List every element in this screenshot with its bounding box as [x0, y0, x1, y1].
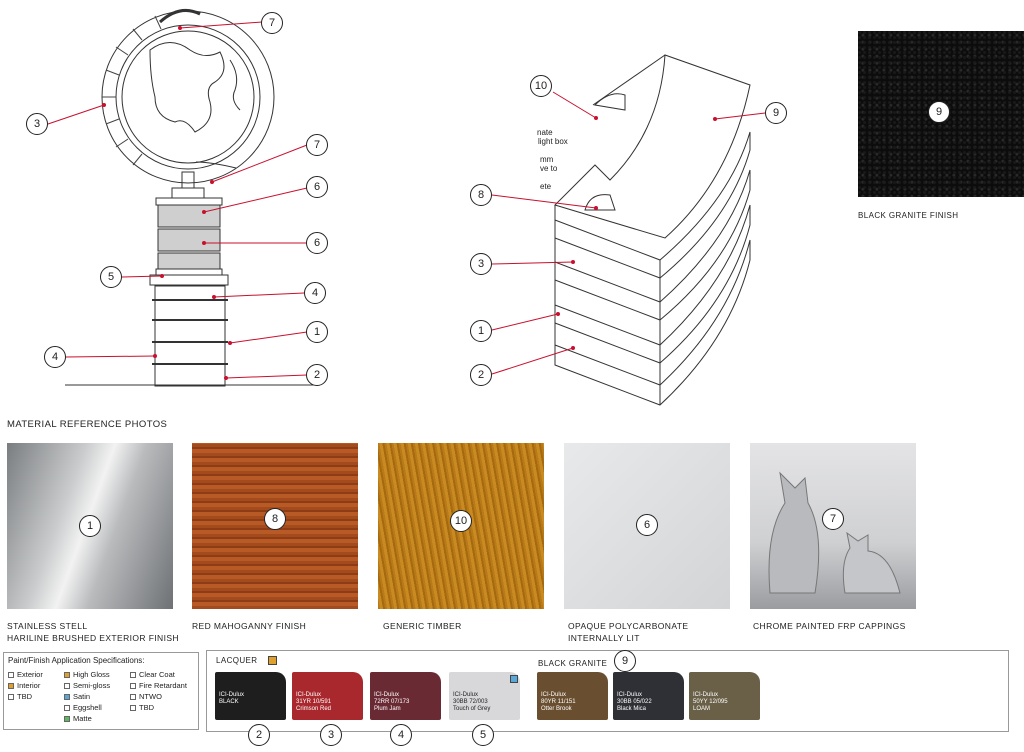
granite-caption: BLACK GRANITE FINISH: [858, 211, 959, 220]
chrome-cats-graphic: [768, 471, 901, 594]
photo-callout-1: 1: [79, 515, 101, 537]
globe-pedestal-drawing: [47, 8, 320, 387]
globe-callout-7b: 7: [306, 134, 328, 156]
globe-callout-4b: 4: [44, 346, 66, 368]
granite-callout-9: 9: [928, 101, 950, 123]
black-granite-sample: [858, 31, 1024, 197]
counter-callout-1: 1: [470, 320, 492, 342]
globe-callout-7a: 7: [261, 12, 283, 34]
counter-note-line4: ve to: [540, 164, 558, 173]
counter-callout-2: 2: [470, 364, 492, 386]
globe-callout-1: 1: [306, 321, 328, 343]
swatch-callout-4: 4: [390, 724, 412, 746]
grey-satin-marker: [510, 675, 518, 683]
caption-timber: GENERIC TIMBER: [383, 621, 462, 631]
globe-callout-3: 3: [26, 113, 48, 135]
spec-title: Paint/Finish Application Specifications:: [8, 656, 145, 665]
photo-callout-7: 7: [822, 508, 844, 530]
lacquer-label: LACQUER: [216, 656, 258, 665]
counter-callout-9: 9: [765, 102, 787, 124]
globe-callout-4a: 4: [304, 282, 326, 304]
swatch-callout-2: 2: [248, 724, 270, 746]
swatch-callout-3: 3: [320, 724, 342, 746]
globe-callout-6b: 6: [306, 232, 328, 254]
swatch-callout-5: 5: [472, 724, 494, 746]
globe-callout-2: 2: [306, 364, 328, 386]
counter-note-line3: mm: [540, 155, 554, 164]
counter-callout-10: 10: [530, 75, 552, 97]
counter-note-line2: light box: [538, 137, 568, 146]
material-heading: MATERIAL REFERENCE PHOTOS: [7, 419, 168, 430]
caption-chrome: CHROME PAINTED FRP CAPPINGS: [753, 621, 906, 631]
counter-note-line5: ete: [540, 182, 552, 191]
counter-note-line1: nate: [537, 128, 553, 137]
photo-red-mahogany: [192, 443, 358, 609]
photo-callout-8: 8: [264, 508, 286, 530]
counter-callout-3: 3: [470, 253, 492, 275]
lacquer-gloss-marker: [268, 656, 277, 665]
color-swatch-panel: [206, 650, 1009, 732]
paint-spec-legend: Paint/Finish Application Specifications:…: [3, 652, 199, 730]
photo-callout-6: 6: [636, 514, 658, 536]
granite-group-callout-9: 9: [614, 650, 636, 672]
caption-mahogany: RED MAHOGANNY FINISH: [192, 621, 307, 631]
globe-callout-5: 5: [100, 266, 122, 288]
reception-counter-drawing: nate light box mm ve to ete: [491, 54, 766, 406]
globe-callout-6a: 6: [306, 176, 328, 198]
photo-callout-10: 10: [450, 510, 472, 532]
granite-group-label: BLACK GRANITE: [538, 659, 608, 668]
counter-callout-8: 8: [470, 184, 492, 206]
